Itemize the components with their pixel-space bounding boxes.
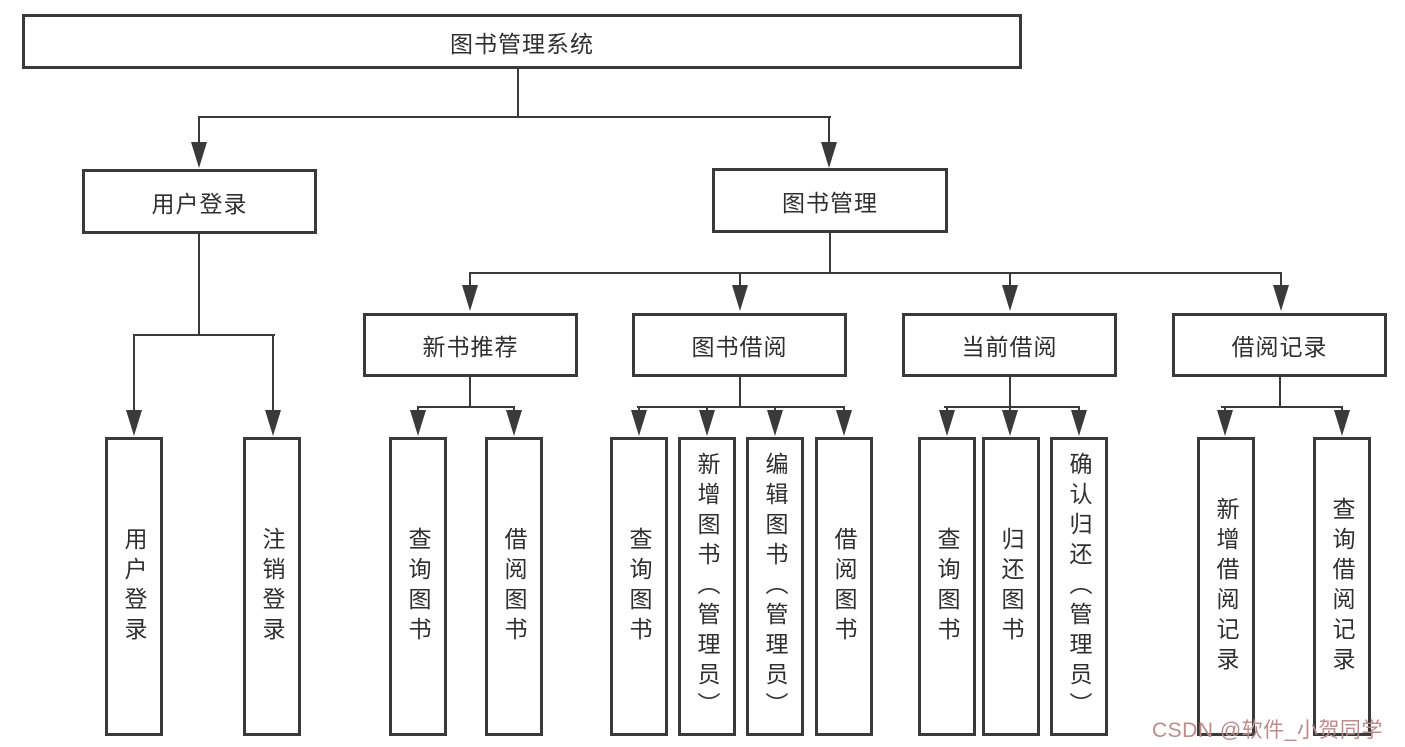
arrow-down-icon — [1002, 285, 1018, 311]
node-label: 新书推荐 — [422, 334, 519, 360]
arrow-down-icon — [1002, 410, 1018, 436]
leaf-borrow-books: 借阅图书 — [485, 437, 543, 736]
connector-current-borrow-stem — [1009, 377, 1011, 407]
leaf-query-books: 查询图书 — [610, 437, 668, 736]
connector-to-user-login — [198, 118, 200, 143]
node-label: 用户登录 — [151, 190, 248, 217]
node-label: 图书借阅 — [691, 334, 788, 360]
connector-root-rail — [198, 116, 831, 118]
csdn-watermark: CSDN @软件_小贺同学 — [1152, 719, 1383, 742]
leaf-edit-books-admin: 编辑图书（管理员） — [746, 437, 804, 736]
arrow-down-icon — [836, 410, 852, 436]
connector-to-borrow-records — [1280, 274, 1282, 286]
arrow-down-icon — [506, 410, 522, 436]
node-current-borrowing: 当前借阅 — [902, 313, 1117, 377]
leaf-confirm-return-admin: 确认归还（管理员） — [1050, 437, 1108, 736]
node-user-login: 用户登录 — [82, 169, 317, 234]
connector-book-mgmt-stem — [829, 233, 831, 273]
node-label: 图书管理 — [782, 189, 878, 216]
arrow-down-icon — [1273, 285, 1289, 311]
connector-to-login-leaf — [133, 336, 135, 411]
leaf-add-books-admin: 新增图书（管理员） — [678, 437, 736, 736]
connector-book-borrow-rail — [637, 406, 845, 408]
arrow-down-icon — [410, 410, 426, 436]
connector-to-logout-leaf — [272, 336, 274, 411]
connector-to-book-borrow — [739, 274, 741, 286]
arrow-down-icon — [699, 410, 715, 436]
arrow-down-icon — [939, 410, 955, 436]
connector-to-new-books — [469, 274, 471, 286]
connector-user-login-stem — [198, 234, 200, 335]
arrow-down-icon — [1071, 410, 1087, 436]
arrow-down-icon — [462, 285, 478, 311]
leaf-logout: 注销登录 — [243, 437, 301, 736]
arrow-down-icon — [265, 410, 281, 436]
arrow-down-icon — [1217, 410, 1233, 436]
connector-root-stem — [517, 69, 519, 117]
leaf-user-login: 用户登录 — [105, 437, 163, 736]
node-label: 借阅记录 — [1231, 334, 1328, 360]
connector-user-login-rail — [133, 334, 275, 336]
arrow-down-icon — [126, 410, 142, 436]
connector-current-borrow-rail — [944, 406, 1080, 408]
arrow-down-icon — [821, 142, 837, 168]
leaf-return-books: 归还图书 — [982, 437, 1040, 736]
node-library-system: 图书管理系统 — [22, 14, 1022, 69]
node-new-book-recommend: 新书推荐 — [363, 313, 578, 377]
arrow-down-icon — [767, 410, 783, 436]
leaf-query-books: 查询图书 — [389, 437, 447, 736]
arrow-down-icon — [1334, 410, 1350, 436]
leaf-query-borrow-record: 查询借阅记录 — [1313, 437, 1371, 736]
connector-to-book-mgmt — [828, 118, 830, 143]
arrow-down-icon — [191, 142, 207, 168]
node-book-borrowing: 图书借阅 — [632, 313, 847, 377]
connector-borrow-records-stem — [1279, 377, 1281, 407]
node-label: 当前借阅 — [961, 334, 1058, 360]
connector-borrow-records-rail — [1221, 406, 1343, 408]
connector-book-mgmt-rail — [469, 272, 1282, 274]
leaf-borrow-books: 借阅图书 — [815, 437, 873, 736]
connector-book-borrow-stem — [739, 377, 741, 407]
node-book-management: 图书管理 — [712, 168, 948, 233]
arrow-down-icon — [631, 410, 647, 436]
node-borrowing-records: 借阅记录 — [1172, 313, 1387, 377]
connector-new-books-stem — [469, 377, 471, 407]
leaf-add-borrow-record: 新增借阅记录 — [1197, 437, 1255, 736]
connector-new-books-rail — [417, 406, 515, 408]
node-label: 图书管理系统 — [450, 30, 594, 57]
connector-to-current-borrow — [1009, 274, 1011, 286]
arrow-down-icon — [732, 285, 748, 311]
leaf-query-books: 查询图书 — [918, 437, 976, 736]
